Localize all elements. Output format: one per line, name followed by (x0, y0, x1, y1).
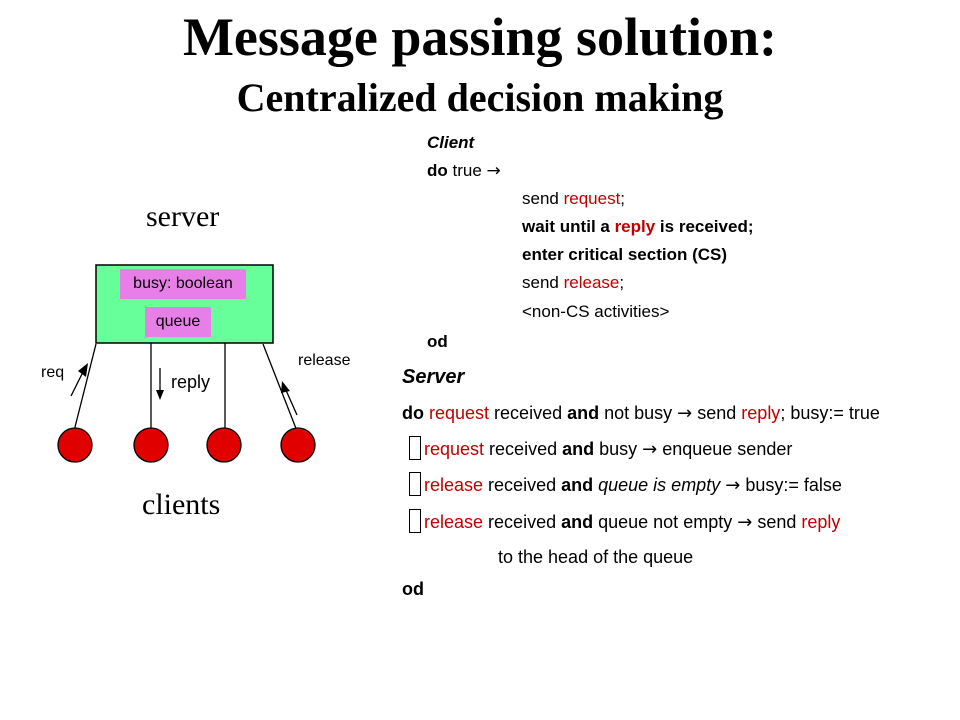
queue-field: queue (145, 307, 211, 337)
req-arrow (70, 369, 85, 397)
req-label: req (41, 364, 65, 381)
arrow-icon: → (486, 161, 501, 181)
server-guard-1: do request received and not busy → send … (402, 403, 880, 424)
client-node (206, 427, 242, 463)
arrow-icon: → (642, 439, 658, 460)
server-guard-2: request received and busy → enqueue send… (409, 436, 792, 461)
client-node (280, 427, 316, 463)
reply-arrowhead (156, 390, 164, 400)
busy-field: busy: boolean (120, 269, 246, 299)
req-line (73, 343, 97, 432)
reply-label: reply (171, 372, 211, 392)
server-label: server (146, 200, 220, 233)
server-od: od (402, 579, 424, 599)
client-node (133, 427, 169, 463)
client-node (57, 427, 93, 463)
client-line-wait: wait until a reply is received; (522, 217, 754, 236)
guard-separator-icon (409, 436, 421, 460)
arrow-icon: → (725, 475, 741, 496)
arrow-icon: → (737, 512, 753, 533)
client-heading: Client (427, 133, 475, 152)
server-heading: Server (402, 366, 465, 388)
release-label: release (298, 352, 351, 369)
server-guard-3: release received and queue is empty → bu… (409, 472, 842, 497)
server-guard-4: release received and queue not empty → s… (409, 509, 840, 534)
client-od: od (427, 332, 448, 351)
guard-separator-icon (409, 509, 421, 533)
clients-label: clients (142, 488, 221, 521)
client-line-non-cs: <non-CS activities> (522, 302, 670, 321)
arrow-icon: → (677, 403, 693, 424)
server-guard-4-continuation: to the head of the queue (498, 547, 694, 567)
guard-separator-icon (409, 472, 421, 496)
slide-subtitle: Centralized decision making (236, 75, 724, 120)
release-arrowhead (281, 381, 290, 393)
slide-title: Message passing solution: (182, 7, 778, 67)
release-line (262, 343, 298, 432)
client-line-send-release: send release; (522, 273, 625, 292)
client-line-enter-cs: enter critical section (CS) (522, 245, 728, 264)
req-arrowhead (78, 363, 88, 377)
release-arrow (284, 387, 298, 416)
client-do-line: do true → (427, 161, 501, 181)
client-line-send-request: send request; (522, 189, 626, 208)
